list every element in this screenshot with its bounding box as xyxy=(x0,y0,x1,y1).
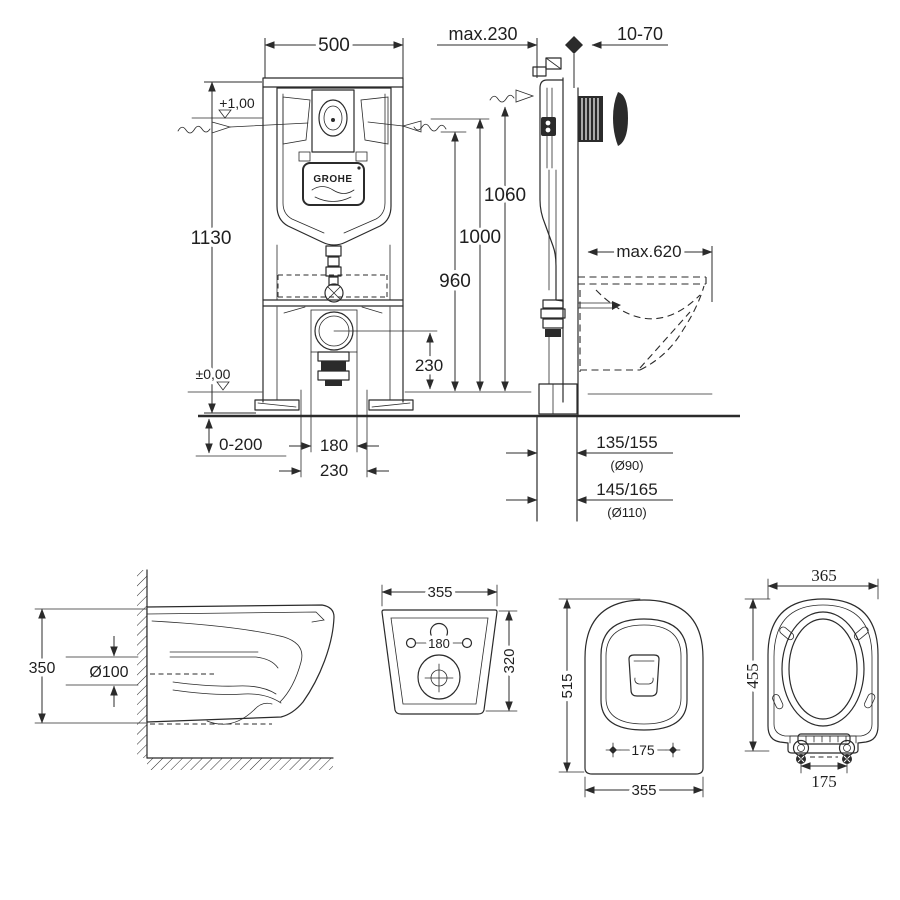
wall-face-marker xyxy=(565,36,583,54)
wall-hatch xyxy=(137,570,147,758)
frame-side-profile xyxy=(532,57,628,522)
bolt-hole-left xyxy=(405,637,417,649)
bowl-profile xyxy=(146,604,335,725)
dim-rear-width: 355 xyxy=(427,584,452,601)
dim-rear-height: 320 xyxy=(501,648,518,673)
flush-opening xyxy=(628,654,660,697)
dim-bowl-width: 355 xyxy=(631,782,656,799)
dim-fix-spacing: 175 xyxy=(631,742,655,758)
dim-drain-diameter: Ø100 xyxy=(89,664,128,681)
frame-front-view: 500 1130 xyxy=(177,32,740,484)
inlet-hole xyxy=(429,622,449,642)
dim-plate-range: 10-70 xyxy=(617,24,663,44)
dim-outlet-b-dia: (Ø110) xyxy=(607,505,647,520)
bowl-section-view: 350 Ø100 xyxy=(25,569,335,770)
level-plus-label: +1,00 xyxy=(219,95,255,111)
bowl-top-view: 515 175 355 xyxy=(556,598,704,803)
dim-seat-width: 365 xyxy=(811,566,837,585)
dim-hinge-spacing: 175 xyxy=(811,772,837,791)
flush-plate xyxy=(613,92,628,146)
frame-structure xyxy=(254,77,414,411)
seat-top-view: 365 455 xyxy=(740,566,879,791)
level-plus-mark: +1,00 xyxy=(191,92,263,119)
flush-pipe xyxy=(277,245,388,303)
dim-pipes-inner: 180 xyxy=(320,436,348,455)
drain-hole xyxy=(417,654,461,700)
dim-frame-width: 500 xyxy=(318,35,350,56)
bumper-top-right xyxy=(853,626,869,641)
dim-drain-height: 230 xyxy=(415,356,443,375)
bowl-dashed-outline xyxy=(578,276,707,372)
flush-valve-unit xyxy=(311,89,355,153)
cistern: GROHE xyxy=(276,87,392,246)
brand-label: GROHE xyxy=(302,162,365,206)
bolt-hole-right xyxy=(461,637,473,649)
bumper-top-left xyxy=(779,626,795,641)
dim-pipes-outer: 230 xyxy=(320,461,348,480)
drain-bend xyxy=(310,309,358,386)
dim-max-reach: max.620 xyxy=(616,242,681,261)
seat-hinges xyxy=(789,733,857,764)
bumper-bottom-left xyxy=(772,694,784,710)
dim-floor-range: 0-200 xyxy=(219,435,262,454)
dim-bolt-spacing: 180 xyxy=(428,636,450,651)
dim-supply-height: 1060 xyxy=(484,185,526,206)
frame-side-view: max.230 10-70 xyxy=(404,21,713,524)
dim-outlet-a: 135/155 xyxy=(596,433,657,452)
level-zero-label: ±0,00 xyxy=(196,366,231,382)
water-supply-arrow-right xyxy=(367,120,447,133)
dim-button-height: 1000 xyxy=(459,227,501,248)
brand-text: GROHE xyxy=(313,174,352,185)
dim-bowl-depth: 515 xyxy=(559,673,576,698)
dim-frame-height: 1130 xyxy=(191,228,232,249)
supply-arrow-side xyxy=(489,89,535,103)
seat-body xyxy=(767,598,879,754)
mounting-bolt xyxy=(577,301,621,310)
side-emblem xyxy=(541,117,556,136)
dim-max-depth: max.230 xyxy=(448,24,517,44)
dim-bowl-height: 350 xyxy=(29,660,56,677)
water-supply-arrow-left xyxy=(177,121,309,134)
bumper-bottom-right xyxy=(864,693,876,709)
bowl-rear-view: 355 180 320 xyxy=(381,581,522,715)
seat-fixing-marks: 175 xyxy=(605,739,681,762)
dim-frame-top-height: 960 xyxy=(439,271,471,292)
dim-outlet-b: 145/165 xyxy=(596,480,657,499)
floor-hatch xyxy=(147,758,333,770)
dim-outlet-a-dia: (Ø90) xyxy=(610,458,643,473)
dim-seat-depth: 455 xyxy=(743,663,762,689)
level-zero-mark: ±0,00 xyxy=(187,363,263,393)
